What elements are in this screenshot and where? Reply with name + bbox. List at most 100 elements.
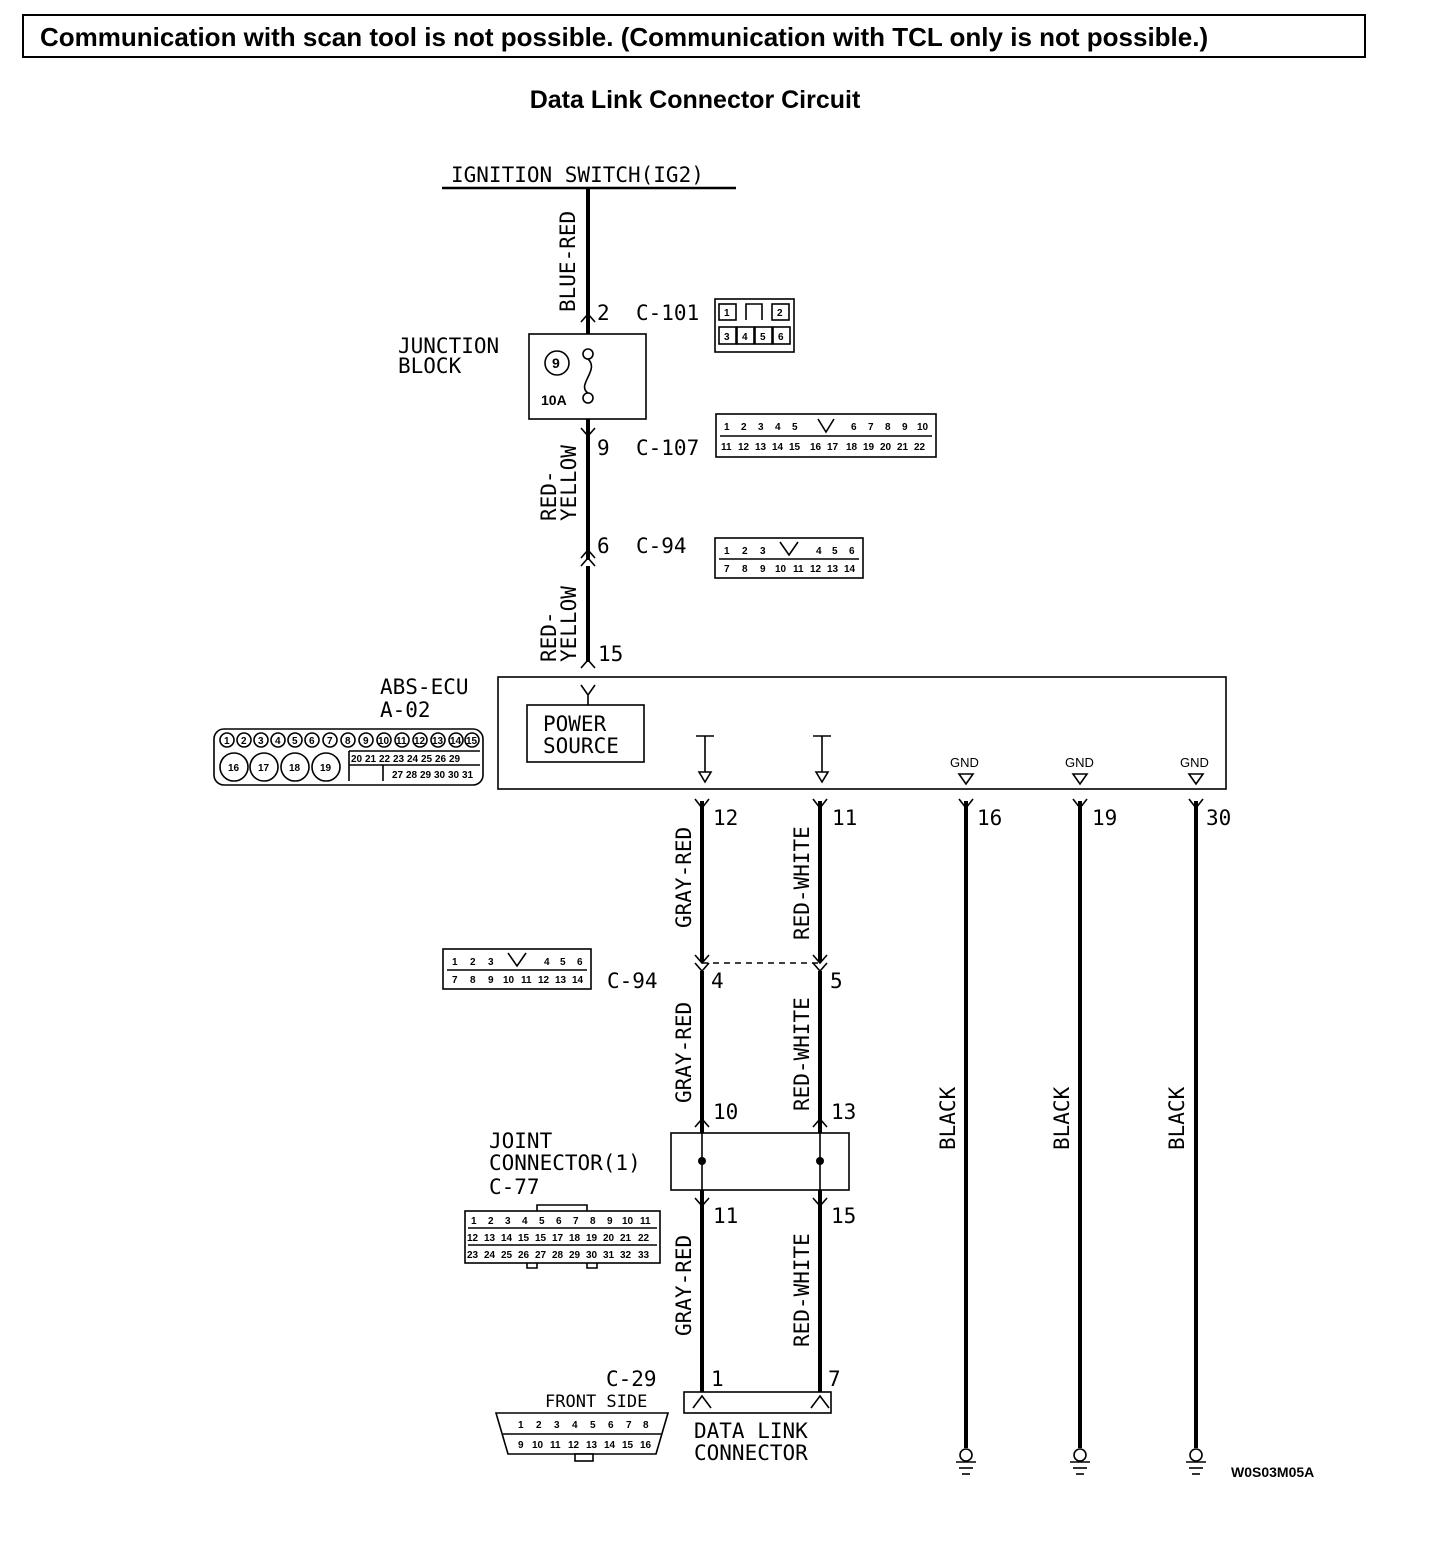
svg-text:1: 1 — [452, 957, 458, 968]
junction-block-label-2: BLOCK — [398, 354, 462, 378]
svg-text:6: 6 — [608, 1420, 614, 1431]
svg-text:13: 13 — [755, 442, 767, 453]
pin-dlc-redwhite: 7 — [828, 1367, 841, 1391]
joint-connector-label-1: JOINT — [489, 1129, 553, 1153]
wire-label-red-yellow-1a: RED- — [537, 470, 561, 521]
ground-wire-19 — [1070, 798, 1090, 1475]
ecu-internal-terminal-gray — [696, 735, 714, 784]
wire-label-black-3: BLACK — [1165, 1086, 1189, 1150]
pin-gnd-30: 30 — [1206, 806, 1231, 830]
svg-text:2: 2 — [488, 1216, 494, 1227]
svg-text:33: 33 — [638, 1250, 650, 1261]
svg-text:24: 24 — [484, 1250, 496, 1261]
dlc-side-label: FRONT SIDE — [545, 1392, 647, 1412]
svg-text:16: 16 — [640, 1440, 652, 1451]
svg-text:10: 10 — [378, 736, 390, 747]
svg-text:9: 9 — [902, 422, 908, 433]
ecu-power-terminal-mark — [580, 658, 596, 669]
pin-c101: 2 — [597, 301, 610, 325]
svg-text:29: 29 — [569, 1250, 581, 1261]
svg-text:25: 25 — [421, 754, 433, 765]
svg-text:10: 10 — [622, 1216, 634, 1227]
svg-text:2: 2 — [536, 1420, 542, 1431]
svg-text:12: 12 — [568, 1440, 580, 1451]
svg-text:3: 3 — [505, 1216, 511, 1227]
c94-top-terminal-mark — [580, 548, 596, 567]
svg-text:30: 30 — [434, 770, 446, 781]
wire-label-red-yellow-2b: YELLOW — [557, 586, 581, 662]
pin-jc-out-redwhite: 15 — [831, 1204, 856, 1228]
joint-connector-label-2: CONNECTOR(1) — [489, 1151, 641, 1175]
svg-text:28: 28 — [552, 1250, 564, 1261]
svg-text:14: 14 — [844, 564, 856, 575]
svg-text:14: 14 — [572, 975, 584, 986]
svg-text:1: 1 — [518, 1420, 524, 1431]
svg-text:20: 20 — [351, 754, 363, 765]
svg-text:26: 26 — [518, 1250, 530, 1261]
ignition-switch-label: IGNITION SWITCH(IG2) — [451, 163, 704, 187]
svg-text:3: 3 — [758, 422, 764, 433]
svg-text:4: 4 — [275, 736, 281, 747]
svg-text:1: 1 — [724, 546, 730, 557]
ground-wire-16 — [956, 798, 976, 1475]
svg-text:8: 8 — [345, 736, 351, 747]
pin-c94-top: 6 — [597, 534, 610, 558]
svg-text:18: 18 — [289, 763, 301, 774]
dlc-code-label: C-29 — [606, 1367, 657, 1391]
svg-text:20: 20 — [603, 1233, 615, 1244]
svg-text:27: 27 — [535, 1250, 547, 1261]
svg-text:2: 2 — [470, 957, 476, 968]
header-title: Communication with scan tool is not poss… — [40, 22, 1209, 52]
connector-label-c94-top: C-94 — [636, 534, 687, 558]
wire-label-red-white-3: RED-WHITE — [790, 1233, 814, 1347]
svg-text:23: 23 — [393, 754, 405, 765]
pin-gnd-19: 19 — [1092, 806, 1117, 830]
svg-text:10: 10 — [917, 422, 929, 433]
power-source-label-1: POWER — [543, 712, 607, 736]
svg-text:9: 9 — [518, 1440, 524, 1451]
svg-text:3: 3 — [488, 957, 494, 968]
fuse-number-circle — [544, 350, 570, 376]
wire-label-black-1: BLACK — [936, 1086, 960, 1150]
svg-text:12: 12 — [810, 564, 822, 575]
svg-text:18: 18 — [569, 1233, 581, 1244]
gnd-label-1: GND — [950, 755, 979, 770]
svg-text:4: 4 — [544, 957, 550, 968]
svg-text:4: 4 — [572, 1420, 578, 1431]
svg-text:11: 11 — [793, 564, 804, 575]
svg-text:9: 9 — [488, 975, 494, 986]
svg-text:9: 9 — [607, 1216, 613, 1227]
svg-text:17: 17 — [258, 763, 270, 774]
header-box: Communication with scan tool is not poss… — [22, 14, 1366, 58]
svg-text:17: 17 — [552, 1233, 564, 1244]
svg-text:13: 13 — [484, 1233, 496, 1244]
svg-text:6: 6 — [778, 332, 784, 343]
wire-label-blue-red: BLUE-RED — [556, 211, 580, 312]
svg-text:11: 11 — [396, 736, 407, 747]
power-source-label-2: SOURCE — [543, 734, 619, 758]
svg-text:9: 9 — [363, 736, 369, 747]
svg-text:15: 15 — [466, 736, 478, 747]
svg-text:10: 10 — [532, 1440, 544, 1451]
connector-label-c101: C-101 — [636, 301, 699, 325]
svg-text:7: 7 — [573, 1216, 579, 1227]
svg-text:19: 19 — [863, 442, 875, 453]
svg-text:31: 31 — [603, 1250, 615, 1261]
svg-text:12: 12 — [414, 736, 426, 747]
power-source-box — [526, 704, 645, 763]
svg-text:5: 5 — [292, 736, 298, 747]
svg-text:22: 22 — [379, 754, 391, 765]
svg-text:13: 13 — [432, 736, 444, 747]
wire-label-black-2: BLACK — [1050, 1086, 1074, 1150]
fuse-rating: 10A — [541, 392, 567, 408]
fuse-number: 9 — [552, 355, 560, 371]
figure-code: W0S03M05A — [1231, 1464, 1314, 1480]
svg-text:15: 15 — [622, 1440, 634, 1451]
c101-connector-face: 1 2 3 4 5 6 — [714, 298, 795, 353]
svg-text:11: 11 — [550, 1440, 561, 1451]
dlc-label-1: DATA LINK — [694, 1419, 808, 1443]
